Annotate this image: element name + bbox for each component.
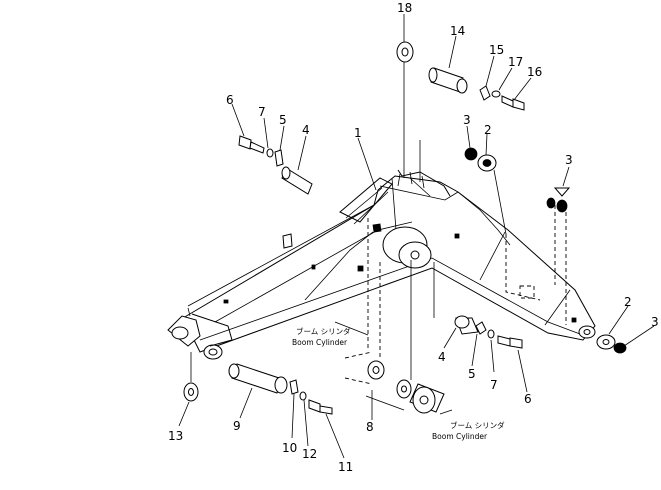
callout-3-lower: 3 [651,315,659,329]
boom-body [167,169,596,360]
part-10-plate [289,379,299,395]
part-18-washer [396,41,414,63]
part-2-bushing [477,154,497,172]
part-12-washer [299,391,307,401]
part-5-plate-lower [475,321,487,335]
callout-11: 11 [338,460,353,474]
callout-7-lower: 7 [490,378,498,392]
part-2-bushing-lower [596,334,616,350]
callout-12: 12 [302,447,317,461]
part-8-spacer-right [396,379,412,399]
part-17-washer [491,90,501,98]
callout-7-upper: 7 [258,105,266,119]
boom-cylinder-notes: ブーム シリンダ Boom Cylinder ブーム シリンダ Boom Cyl… [292,326,505,441]
part-7-washer [266,148,274,158]
note-cylinder-en-lower: Boom Cylinder [432,432,488,441]
callout-1: 1 [354,126,362,140]
callout-5-lower: 5 [468,367,476,381]
part-16-bolt [501,95,525,111]
part-6-bolt [238,135,265,154]
part-4-pin-lower [454,315,479,335]
part-11-bolt [308,399,333,415]
boom-cylinder-end [409,383,445,414]
callout-14: 14 [450,24,465,38]
callout-3-upper: 3 [463,113,471,127]
callout-17: 17 [508,55,523,69]
part-3-nut [464,147,478,161]
callout-13: 13 [168,429,183,443]
callout-18: 18 [397,1,412,15]
callout-2-upper: 2 [484,123,492,137]
callout-numbers: 18 14 15 17 16 3 2 3 6 7 5 4 1 4 5 7 6 2… [168,1,659,474]
part-14-pin [428,67,468,94]
callout-3-right: 3 [565,153,573,167]
note-cylinder-en-upper: Boom Cylinder [292,338,348,347]
note-cylinder-jp-lower: ブーム シリンダ [450,420,505,430]
callout-5-upper: 5 [279,113,287,127]
note-cylinder-jp-upper: ブーム シリンダ [296,326,351,336]
part-5-plate [274,149,284,167]
callout-10: 10 [282,441,297,455]
callout-15: 15 [489,43,504,57]
part-13-washer [183,382,199,402]
part-15-plate [479,85,491,101]
callout-9: 9 [233,419,241,433]
part-7-washer-lower [487,329,495,339]
callout-4-lower: 4 [438,350,446,364]
callout-2-lower: 2 [624,295,632,309]
part-9-pin [228,363,288,394]
part-3-nut-pair [546,187,571,213]
leader-lines [178,14,655,459]
part-4-pin [281,166,313,195]
callout-6-upper: 6 [226,93,234,107]
callout-4-upper: 4 [302,123,310,137]
part-8-spacer-left [344,351,385,385]
part-3-nut-lower [613,342,627,354]
callout-8: 8 [366,420,374,434]
callout-6-lower: 6 [524,392,532,406]
part-6-bolt-lower [497,335,523,349]
callout-16: 16 [527,65,542,79]
